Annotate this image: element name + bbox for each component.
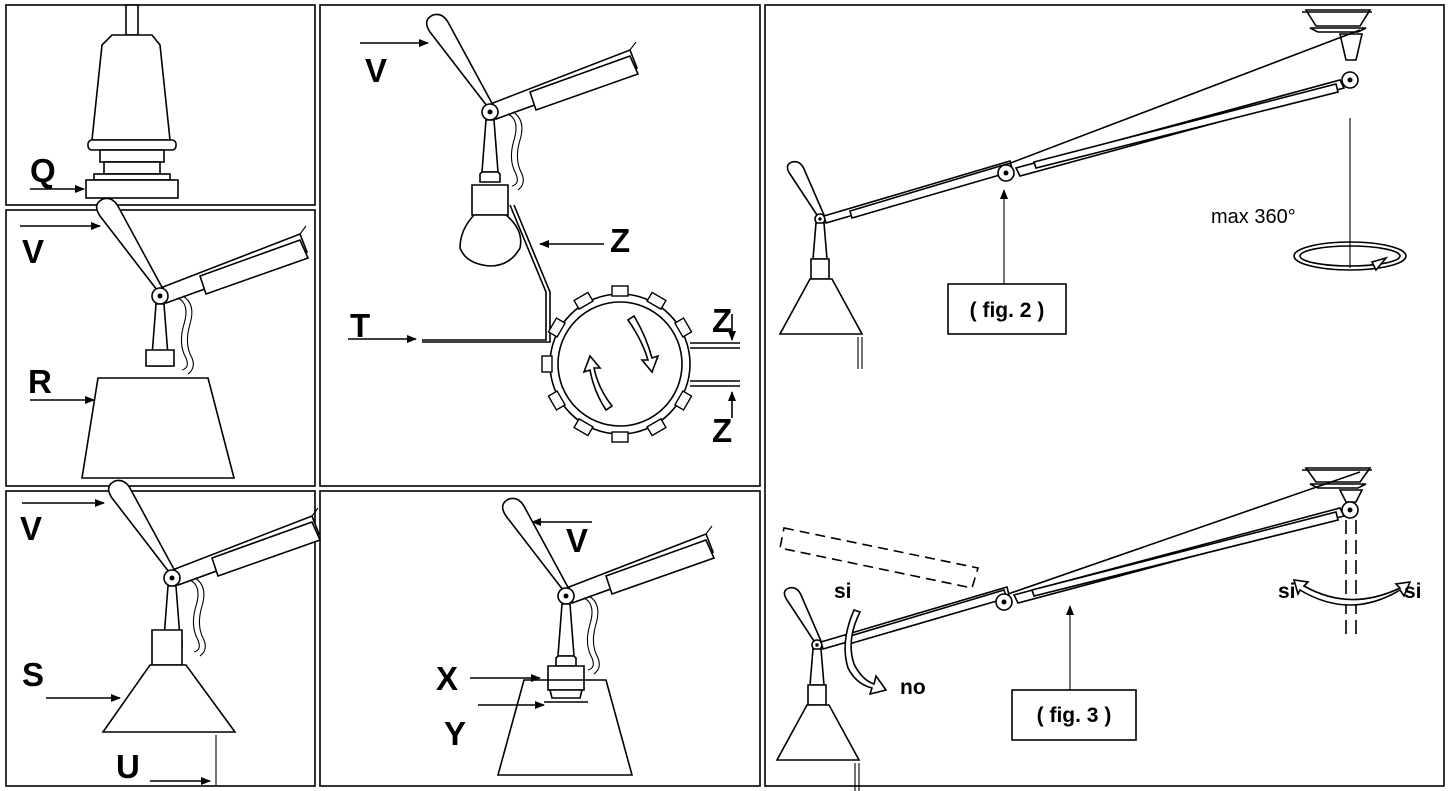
fig3-label: ( fig. 3 ) [1037,704,1112,727]
panel-shade-s [5,490,316,787]
panel-base-q [5,4,316,206]
wire-z-lower [690,380,740,387]
wire-z-upper [690,342,740,349]
label-u: U [116,748,140,785]
lamp-head-drawing-r [95,197,309,375]
bayonet-ring-diagram [541,285,693,443]
rotation-ellipse-icon [1293,241,1407,272]
panel-bulb-z [319,4,761,487]
tension-wire-fig3 [1007,471,1361,595]
dashed-axis-fig3 [1345,520,1357,640]
rotation-label: max 360° [1211,206,1296,228]
shield-wire-t [422,204,547,341]
label-no: no [900,676,926,699]
panel-shade-xy [319,490,761,787]
label-y: Y [444,715,466,752]
label-x: X [436,660,458,697]
lamp-head-drawing-s [107,479,321,657]
label-v-r: V [22,233,44,270]
shade-s [101,664,237,733]
ceiling-rose-bottom [1302,467,1372,519]
label-v-z: V [365,52,387,89]
shade-xy [496,679,634,776]
label-si-mid: si [1278,580,1296,603]
label-si-right: si [1404,580,1422,603]
socket-r [145,349,175,367]
label-z-top: Z [610,222,630,259]
tilt-arrow-fig3 [844,609,888,696]
label-q: Q [30,152,56,189]
rotation-arrows-fig3 [1292,579,1412,606]
bulb-drawing [459,214,522,267]
socket-z [471,184,509,216]
label-t: T [350,307,370,344]
lamp-base-drawing [85,4,179,199]
fig2-label: ( fig. 2 ) [970,299,1045,322]
panel-suspension [764,4,1445,787]
suspension-arm-fig2 [779,160,1013,370]
fig2-box [947,283,1067,335]
tension-wire-fig2 [1007,29,1361,165]
label-z-lower: Z [712,412,732,449]
socket-xy [547,665,585,691]
ceiling-rose-top [1302,9,1372,89]
label-r: R [28,363,52,400]
label-si-left: si [834,580,852,603]
label-v-s: V [20,510,42,547]
fig3-box [1011,689,1137,741]
suspension-arm-fig3 [776,586,1010,791]
lamp-head-drawing-xy [501,497,715,675]
shade-r [81,377,236,479]
panel-shade-r [5,209,316,487]
socket-s [151,629,183,666]
label-z-upper: Z [712,302,732,339]
label-s: S [22,656,44,693]
label-v-xy: V [566,522,588,559]
dashed-arm-position [779,527,980,589]
lamp-head-drawing-z [425,13,639,191]
